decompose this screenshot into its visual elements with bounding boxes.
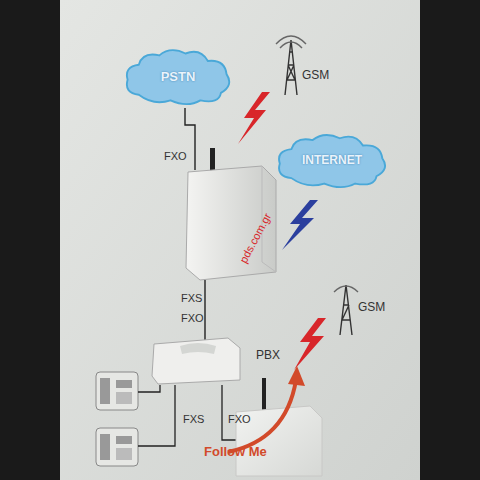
text-label: FXO [181, 312, 204, 324]
network-cloud: INTERNET [274, 131, 390, 189]
cloud-label: INTERNET [302, 153, 362, 167]
cloud-label: PSTN [161, 69, 196, 84]
network-cloud: PSTN [122, 46, 234, 106]
text-label: FXS [183, 413, 204, 425]
pbx-device [150, 336, 242, 386]
text-label: FXS [181, 292, 202, 304]
text-label: FXO [164, 150, 187, 162]
text-label: FXO [228, 413, 251, 425]
text-label: GSM [302, 68, 329, 82]
pbx-box: PBX [150, 336, 242, 386]
device-label: PBX [256, 348, 280, 362]
text-label: Follow Me [204, 444, 267, 459]
text-label: GSM [358, 300, 385, 314]
